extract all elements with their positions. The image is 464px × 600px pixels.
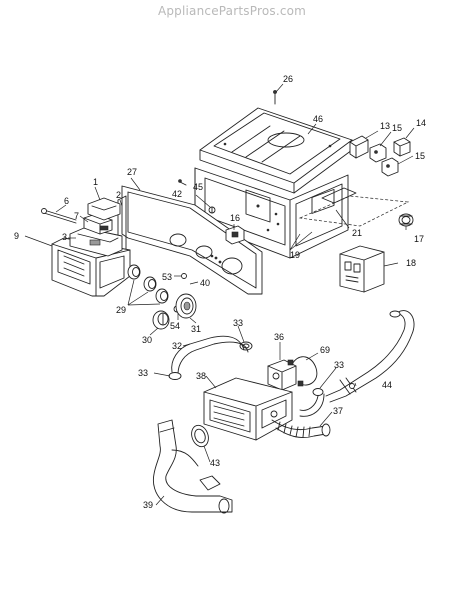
- part-drain-elbow[interactable]: [299, 393, 325, 417]
- part-26-screw[interactable]: [273, 90, 277, 105]
- part-1-cup[interactable]: [87, 197, 121, 221]
- part-21-panel-outline[interactable]: [298, 187, 410, 227]
- callout-16[interactable]: 16: [230, 213, 240, 223]
- part-33-clamp-right[interactable]: [312, 388, 324, 396]
- callout-44[interactable]: 44: [382, 380, 392, 390]
- part-42-screw[interactable]: [178, 179, 187, 186]
- part-29-knob-right[interactable]: [155, 288, 169, 304]
- callout-21[interactable]: 21: [352, 228, 362, 238]
- callout-31[interactable]: 31: [191, 324, 201, 334]
- callout-45[interactable]: 45: [193, 182, 203, 192]
- part-31-bezel-ring[interactable]: [175, 293, 197, 319]
- callout-labels: 26 46 13 14 15 15 17 18 19 21 27 42 45 1…: [14, 74, 426, 510]
- part-29-knob-mid[interactable]: [143, 276, 157, 292]
- callout-29[interactable]: 29: [116, 305, 126, 315]
- part-53-screw[interactable]: [181, 273, 187, 279]
- callout-1[interactable]: 1: [93, 177, 98, 187]
- callout-32[interactable]: 32: [172, 341, 182, 351]
- callout-33-upper[interactable]: 33: [233, 318, 243, 328]
- part-33-clamp-left[interactable]: [168, 372, 182, 380]
- callout-6[interactable]: 6: [64, 196, 69, 206]
- part-32-hose[interactable]: [171, 335, 249, 375]
- part-15-relay-lower[interactable]: [381, 157, 399, 177]
- part-36-valve-assembly[interactable]: [267, 359, 297, 391]
- part-38-dispenser-housing[interactable]: [203, 377, 293, 441]
- callout-30[interactable]: 30: [142, 335, 152, 345]
- callout-42[interactable]: 42: [172, 189, 182, 199]
- part-45-screw[interactable]: [208, 206, 216, 214]
- callout-14[interactable]: 14: [416, 118, 426, 128]
- callout-39[interactable]: 39: [143, 500, 153, 510]
- part-44-drain-hose[interactable]: [325, 310, 415, 403]
- callout-36[interactable]: 36: [274, 332, 284, 342]
- leader-lines: [24, 83, 415, 506]
- part-43-gasket[interactable]: [189, 423, 212, 449]
- part-27-front-console[interactable]: [121, 185, 263, 295]
- part-17-knob[interactable]: [398, 213, 414, 227]
- callout-27[interactable]: 27: [127, 167, 137, 177]
- callout-2[interactable]: 2: [116, 190, 121, 200]
- callout-38[interactable]: 38: [196, 371, 206, 381]
- part-14-switch[interactable]: [393, 137, 411, 157]
- callout-53[interactable]: 53: [162, 272, 172, 282]
- callout-18[interactable]: 18: [406, 258, 416, 268]
- callout-15-upper[interactable]: 15: [392, 123, 402, 133]
- part-37-bellows-hose[interactable]: [271, 419, 331, 439]
- callout-54[interactable]: 54: [170, 321, 180, 331]
- callout-17[interactable]: 17: [414, 234, 424, 244]
- part-13-switch[interactable]: [349, 135, 369, 159]
- callout-13[interactable]: 13: [380, 121, 390, 131]
- callout-26[interactable]: 26: [283, 74, 293, 84]
- part-15-relay-upper[interactable]: [369, 143, 387, 163]
- part-33-clamp-upper[interactable]: [239, 341, 253, 351]
- callout-69[interactable]: 69: [320, 345, 330, 355]
- callout-33-right[interactable]: 33: [334, 360, 344, 370]
- callout-37[interactable]: 37: [333, 406, 343, 416]
- callout-3[interactable]: 3: [62, 232, 67, 242]
- part-29-knob-left[interactable]: [127, 264, 141, 280]
- part-46-console-frame[interactable]: [199, 107, 353, 194]
- callout-19[interactable]: 19: [290, 250, 300, 260]
- part-69-wire-harness[interactable]: [287, 356, 318, 387]
- part-30-selector-knob[interactable]: [152, 310, 170, 330]
- callout-33-left[interactable]: 33: [138, 368, 148, 378]
- callout-43[interactable]: 43: [210, 458, 220, 468]
- part-18-control-module[interactable]: [339, 245, 385, 293]
- part-6-siphon[interactable]: [41, 208, 77, 224]
- watermark-text: AppliancePartsPros.com: [157, 4, 307, 18]
- callout-9[interactable]: 9: [14, 231, 19, 241]
- callout-7[interactable]: 7: [74, 211, 79, 221]
- callout-46[interactable]: 46: [313, 114, 323, 124]
- part-16-switch[interactable]: [225, 225, 245, 245]
- part-39-drain-pipe[interactable]: [152, 419, 233, 514]
- callout-40[interactable]: 40: [200, 278, 210, 288]
- callout-15-lower[interactable]: 15: [415, 151, 425, 161]
